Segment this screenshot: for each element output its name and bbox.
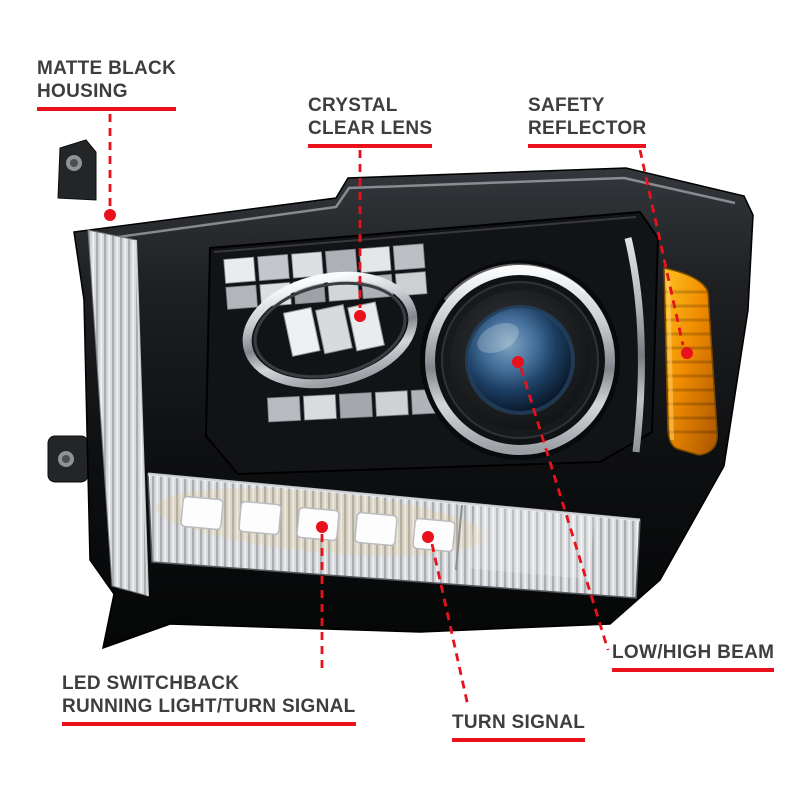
- callout-underline: [308, 144, 433, 148]
- callout-crystal-clear-lens: CRYSTAL CLEAR LENS: [308, 94, 433, 148]
- callout-label-line: MATTE BLACK: [37, 58, 177, 79]
- callout-connectors: [104, 114, 693, 707]
- callout-label-line: LOW/HIGH BEAM: [612, 642, 775, 663]
- callout-safety-reflector: SAFETY REFLECTOR: [528, 94, 647, 148]
- chrome-side-trim: [624, 237, 645, 453]
- callout-matte-black-housing: MATTE BLACK HOUSING: [37, 57, 177, 111]
- callout-label-line: RUNNING LIGHT/TURN SIGNAL: [62, 696, 356, 717]
- callout-label-line: HOUSING: [37, 81, 128, 102]
- callout-label-line: LED SWITCHBACK: [62, 673, 240, 694]
- led-chip: [180, 495, 224, 531]
- callout-label-line: SAFETY: [528, 95, 605, 116]
- strip-divider: [455, 504, 463, 571]
- callout-dot-housing: [104, 209, 116, 221]
- housing-top-highlight: [95, 176, 736, 242]
- callout-label-line: CLEAR LENS: [308, 118, 433, 139]
- high-beam-chamber: [242, 271, 418, 389]
- callout-dot-led: [316, 521, 328, 533]
- callout-underline: [528, 144, 647, 148]
- callout-dot-beam: [512, 356, 524, 368]
- callout-line-reflector: [638, 149, 685, 346]
- mounting-tab-side: [47, 435, 89, 483]
- callout-underline: [62, 722, 356, 726]
- main-lens-cavity: [204, 210, 660, 476]
- callout-dot-reflector: [681, 347, 693, 359]
- callout-underline: [612, 668, 775, 672]
- callout-low-high-beam: LOW/HIGH BEAM: [612, 641, 775, 672]
- callout-led-switchback: LED SWITCHBACK RUNNING LIGHT/TURN SIGNAL: [62, 672, 356, 726]
- callout-line-beam: [519, 367, 610, 651]
- led-chip: [354, 511, 398, 547]
- callout-label-line: TURN SIGNAL: [452, 712, 586, 733]
- side-marker-strip: [87, 229, 149, 597]
- chrome-oval-trim: [242, 271, 418, 389]
- mounting-tab-top: [57, 139, 97, 201]
- callout-underline: [37, 107, 177, 111]
- callout-label-line: REFLECTOR: [528, 118, 647, 139]
- callout-label-line: CRYSTAL: [308, 95, 398, 116]
- callout-turn-signal: TURN SIGNAL: [452, 711, 586, 742]
- turn-signal-area: [469, 506, 595, 580]
- callout-dot-lens: [354, 310, 366, 322]
- callout-underline: [452, 738, 586, 742]
- led-chip: [238, 500, 282, 536]
- callout-dot-turn: [422, 531, 434, 543]
